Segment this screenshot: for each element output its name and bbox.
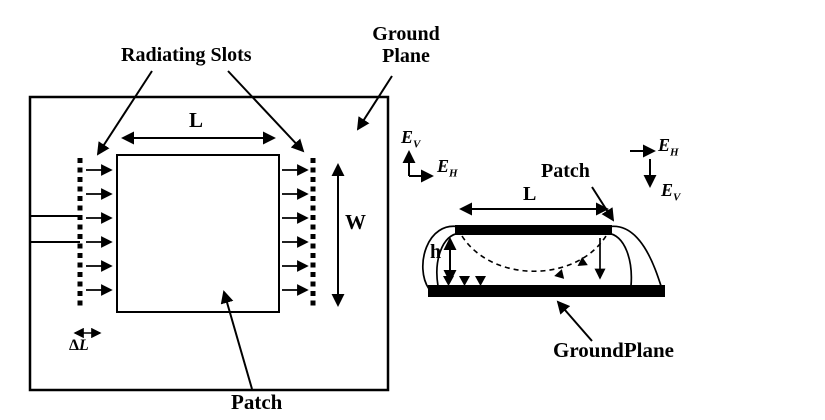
ground-plane-pointer-side <box>556 300 593 342</box>
patch-rect <box>116 154 280 313</box>
h-subscript: H <box>449 167 458 180</box>
ground-plane-label-line2: Plane <box>382 45 430 68</box>
delta-symbol: Δ <box>69 337 80 354</box>
right-axes <box>630 144 657 188</box>
left-slot-field-arrows <box>86 164 113 296</box>
patch-label-left-view: Patch <box>231 390 283 414</box>
ground-plane-label-side-view: GroundPlane <box>553 338 674 362</box>
right-slot-field-arrows <box>282 164 309 296</box>
left-axes <box>402 150 434 183</box>
radiating-slots-label: Radiating Slots <box>121 44 252 66</box>
e-vertical-label-left: EV <box>401 128 420 151</box>
v-subscript: V <box>673 191 681 204</box>
height-label: h <box>430 241 442 263</box>
h-subscript: H <box>670 146 679 159</box>
ground-plane-outline <box>28 95 390 392</box>
e-symbol: E <box>437 156 450 176</box>
delta-l-label: ΔL <box>69 337 89 355</box>
patch-pointer-left-view <box>220 290 253 390</box>
fringing-field-dashed-line <box>461 235 607 273</box>
delta-l-letter: L <box>79 337 89 354</box>
e-symbol: E <box>661 180 674 200</box>
patch-label-side-view: Patch <box>541 160 590 182</box>
v-subscript: V <box>413 138 421 151</box>
radiating-slots-pointer-right <box>227 70 305 153</box>
ground-plane-pointer <box>356 75 393 131</box>
field-arrowheads <box>443 256 588 286</box>
e-symbol: E <box>658 135 671 155</box>
patch-pointer-side-view <box>591 186 615 222</box>
ground-plane-bar-side-view <box>428 285 665 297</box>
length-label-side-view: L <box>523 183 537 205</box>
patch-bar-side-view <box>455 225 612 235</box>
fringing-field-lines <box>421 225 663 290</box>
length-label-left-view: L <box>189 108 204 132</box>
radiating-slots-pointer-left <box>96 70 153 156</box>
ground-plane-label-line1: Ground <box>372 23 440 45</box>
ground-plane-label: Ground Plane <box>352 23 460 68</box>
e-vertical-label-right: EV <box>661 181 680 204</box>
e-horizontal-label-left: EH <box>437 157 458 180</box>
e-horizontal-label-right: EH <box>658 136 679 159</box>
width-label: W <box>345 210 366 234</box>
e-symbol: E <box>401 127 414 147</box>
